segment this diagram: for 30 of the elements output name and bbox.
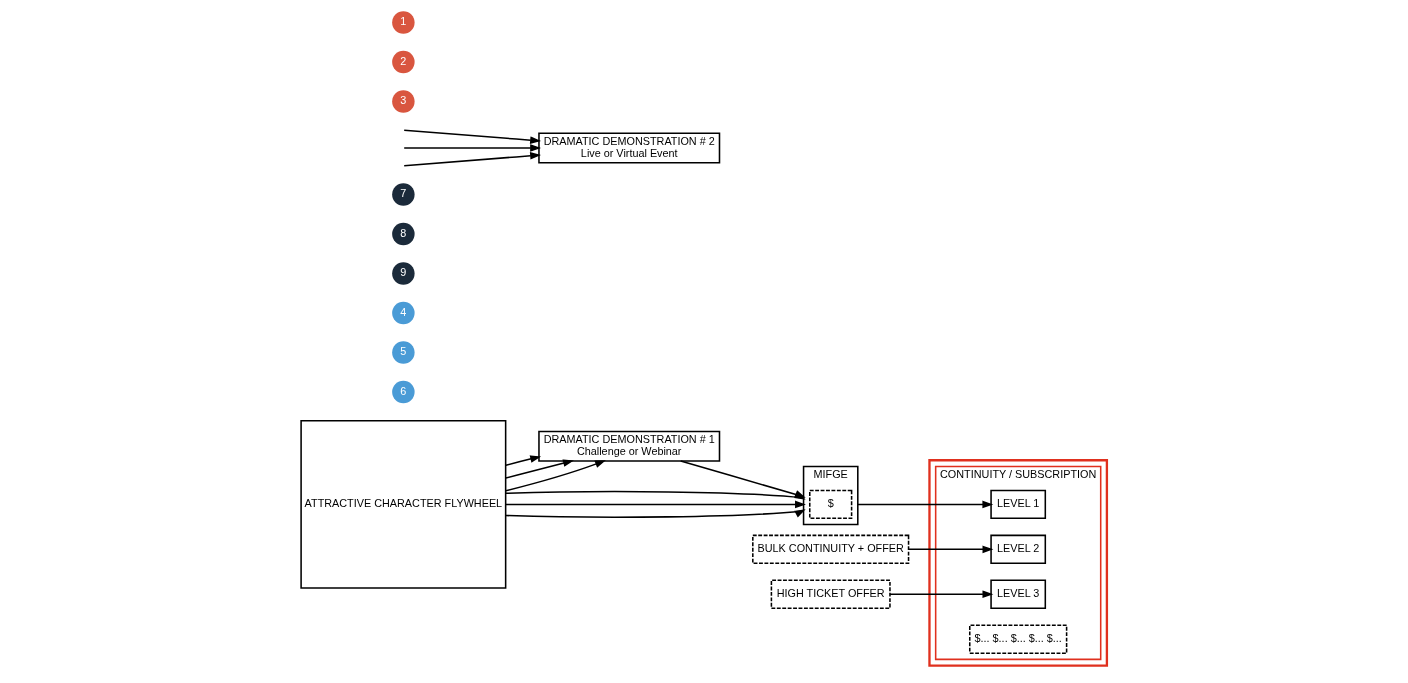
arrow <box>403 144 541 167</box>
arrow <box>505 509 806 518</box>
arrow <box>857 500 994 509</box>
arrow <box>505 459 574 479</box>
arrow <box>403 129 541 152</box>
arrow <box>505 500 806 509</box>
node-box: DRAMATIC DEMONSTRATION # 2 Live or Virtual Event <box>538 132 721 164</box>
node-box: LEVEL 2 <box>990 534 1047 565</box>
node-circle: 3 <box>392 90 415 113</box>
node-circle: 2 <box>392 50 415 74</box>
node-circle: 5 <box>392 341 415 364</box>
arrow <box>505 460 606 492</box>
node-circle: 6 <box>392 380 415 404</box>
node-circle: 8 <box>392 222 415 246</box>
node-circle: 9 <box>392 262 415 285</box>
node-box: $ <box>809 489 853 520</box>
arrow <box>889 590 994 599</box>
arrow <box>505 455 542 467</box>
arrow <box>907 545 994 554</box>
node-box: ATTRACTIVE CHARACTER FLYWHEEL <box>300 419 507 589</box>
node-box: HIGH TICKET OFFER <box>770 579 891 609</box>
node-box: $... $... $... $... $... <box>969 624 1068 654</box>
node-box: LEVEL 1 <box>990 489 1047 520</box>
node-circle: 4 <box>392 301 415 325</box>
arrow <box>403 136 541 160</box>
node-box: BULK CONTINUITY + OFFER <box>752 534 910 565</box>
node-box: DRAMATIC DEMONSTRATION # 1 Challenge or Webinar <box>538 430 721 462</box>
node-box: LEVEL 3 <box>990 579 1047 609</box>
node-circle: 1 <box>392 11 415 34</box>
node-circle: 7 <box>392 183 415 206</box>
